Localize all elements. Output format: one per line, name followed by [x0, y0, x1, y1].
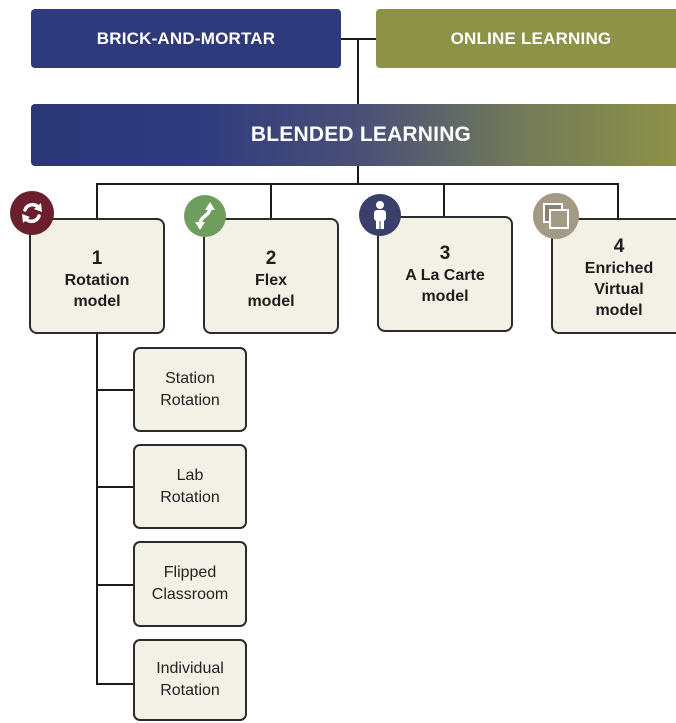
connector-sub-4 [96, 683, 134, 685]
model-number: 4 [613, 235, 625, 257]
connector-sub-1 [96, 389, 134, 391]
submodel-individual-rotation: Individual Rotation [133, 639, 247, 721]
connector-sub-vertical [96, 333, 98, 684]
model-label-line: model [247, 293, 295, 310]
flex-arrows-icon [184, 195, 226, 237]
submodel-label-line: Classroom [151, 586, 229, 603]
model-label-line: model [421, 288, 469, 305]
model-label-line: Flex [254, 272, 287, 289]
model-box-flex: 2 Flex model [203, 218, 339, 334]
submodel-label-line: Rotation [160, 682, 220, 699]
connector-models-horizontal [96, 183, 619, 185]
model-label-line: Virtual [594, 280, 644, 298]
submodel-label-line: Rotation [160, 488, 220, 506]
brick-and-mortar-box: BRICK-AND-MORTAR [31, 9, 341, 68]
submodel-label-line: Flipped [163, 564, 217, 581]
model-label-line: Rotation [64, 272, 130, 289]
brick-and-mortar-label: BRICK-AND-MORTAR [96, 28, 276, 48]
model-label-line: A La Carte [405, 267, 485, 284]
model-number: 3 [439, 243, 451, 264]
model-box-alacarte: 3 A La Carte model [377, 216, 513, 332]
connector-model-3 [443, 183, 445, 217]
submodel-label-line: Individual [156, 660, 224, 677]
connector-model-2 [270, 183, 272, 219]
model-box-rotation: 1 Rotation model [29, 218, 165, 334]
blended-learning-box: BLENDED LEARNING [31, 104, 676, 166]
model-label-line: Enriched [584, 259, 654, 277]
model-label-line: model [595, 301, 643, 319]
connector-top-vertical [357, 38, 359, 104]
online-learning-label: ONLINE LEARNING [450, 28, 612, 48]
submodel-label-line: Lab [176, 466, 204, 484]
submodel-flipped-classroom: Flipped Classroom [133, 541, 247, 627]
submodel-label-line: Rotation [160, 391, 220, 409]
model-number: 1 [91, 248, 103, 269]
blended-learning-label: BLENDED LEARNING [250, 123, 472, 146]
submodel-lab-rotation: Lab Rotation [133, 444, 247, 529]
model-number: 2 [265, 248, 277, 269]
model-box-enriched-virtual: 4 Enriched Virtual model [551, 218, 676, 334]
connector-model-1 [96, 183, 98, 219]
connector-sub-2 [96, 486, 134, 488]
connector-blended-down [357, 166, 359, 184]
submodel-station-rotation: Station Rotation [133, 347, 247, 432]
submodel-label-line: Station [165, 369, 215, 387]
stacked-pages-icon [533, 193, 579, 239]
connector-sub-3 [96, 584, 134, 586]
rotation-arrows-icon [10, 191, 54, 235]
connector-model-4 [617, 183, 619, 219]
person-icon [359, 194, 401, 236]
model-label-line: model [73, 293, 121, 310]
online-learning-box: ONLINE LEARNING [376, 9, 676, 68]
